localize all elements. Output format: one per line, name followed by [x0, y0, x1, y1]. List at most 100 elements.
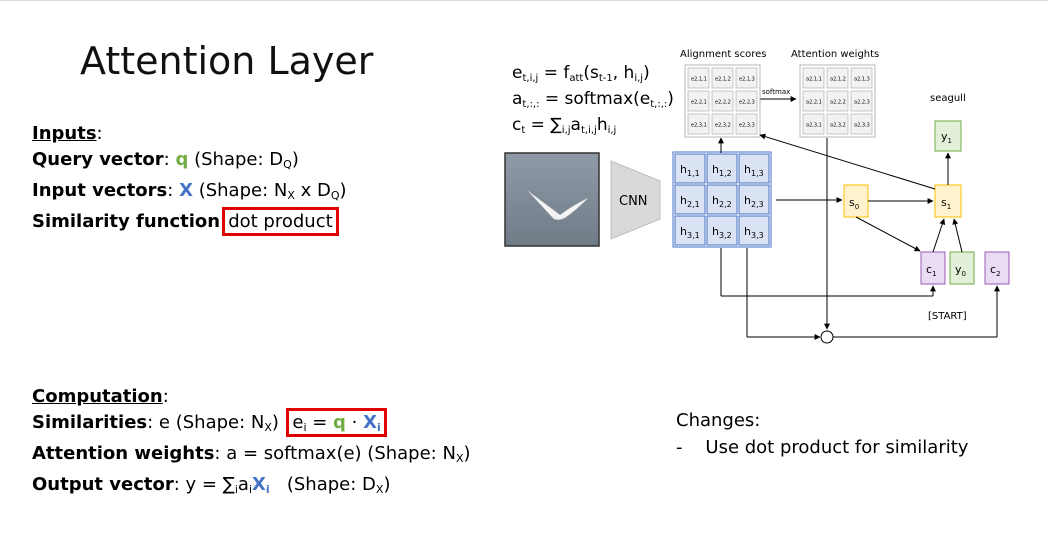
alignment-cell-label-1-1: e2,1,1	[691, 77, 707, 83]
attention-weights-text: : a = softmax(e) (Shape: N	[214, 443, 456, 464]
similarities-sub: X	[264, 421, 272, 434]
query-label: Query vector	[32, 149, 164, 170]
c1-label: c1	[926, 263, 937, 278]
attention-equations: et,i,j = fatt(st-1, hi,j) at,:,: = softm…	[512, 63, 674, 141]
alignment-cell-3-2	[711, 113, 734, 135]
attention-frame	[799, 64, 876, 138]
alignment-cell-label-3-1: e2,3,1	[691, 123, 707, 129]
c1-box	[920, 251, 946, 285]
computation-heading-line: Computation:	[32, 386, 169, 407]
start-token: [START]	[928, 311, 967, 322]
eq-dot: ·	[345, 412, 364, 433]
input-shape-b: x D	[294, 180, 331, 201]
attention-cell-3-1	[802, 113, 825, 135]
seagull-image	[504, 152, 600, 247]
changes-block: Changes: - Use dot product for similarit…	[676, 407, 968, 461]
alignment-cell-1-2	[711, 67, 734, 89]
attention-cell-3-2	[826, 113, 849, 135]
h-cell-label-3-2: h3,2	[712, 225, 732, 240]
s0-label: s0	[849, 196, 859, 211]
y1-box	[934, 120, 962, 152]
output-vector-X: X	[252, 474, 266, 495]
inputs-block: Inputs: Query vector: q (Shape: DQ) Inpu…	[32, 121, 347, 236]
alignment-cell-label-3-3: e2,3,3	[739, 123, 755, 129]
attention-cell-label-2-2: a2,2,2	[830, 100, 846, 106]
changes-item: - Use dot product for similarity	[676, 434, 968, 461]
similarity-function-value: dot product	[222, 207, 339, 236]
similarities-label: Similarities	[32, 412, 148, 433]
s1-to-alignment-arrow	[759, 133, 936, 190]
alignment-cell-label-1-2: e2,1,2	[715, 77, 731, 83]
query-shape-sub: Q	[283, 158, 292, 171]
input-vectors-line: Input vectors: X (Shape: NX x DQ)	[32, 180, 347, 202]
alignment-scores-label: Alignment scores	[680, 49, 767, 60]
similarity-equation: ei = q · Xi	[286, 408, 387, 437]
output-word: seagull	[930, 93, 966, 104]
attention-cell-2-1	[802, 90, 825, 112]
output-vector-shape: (Shape: D	[286, 474, 376, 495]
output-vector-a-sub: i	[248, 483, 252, 496]
eq-e: e	[292, 412, 304, 433]
similarities-text: : e (Shape: N	[147, 412, 265, 433]
input-vectors-symbol: X	[179, 180, 193, 201]
s1-label: s1	[941, 196, 951, 211]
attention-cell-label-1-1: a2,1,1	[806, 77, 822, 83]
h-cell-3-2	[706, 215, 738, 246]
h-cell-label-2-1: h2,1	[680, 194, 700, 209]
changes-bullet: -	[676, 437, 683, 458]
attention-cell-label-2-3: a2,2,3	[854, 100, 870, 106]
attention-cell-1-3	[850, 67, 873, 89]
input-shape-a: (Shape: N	[198, 180, 288, 201]
eq-q: q	[333, 412, 346, 433]
equation-e: et,i,j = fatt(st-1, hi,j)	[512, 63, 650, 84]
h-cell-2-3	[738, 184, 770, 215]
h-cell-label-3-3: h3,3	[744, 225, 764, 240]
attention-cell-label-3-3: a2,3,3	[854, 123, 870, 129]
similarity-function-line: Similarity function:dot product	[32, 207, 339, 236]
query-symbol: q	[175, 149, 189, 170]
changes-heading: Changes:	[676, 410, 761, 431]
output-vector-shape-sub: X	[375, 483, 384, 496]
attention-weights-sub: X	[455, 452, 464, 465]
h-cell-1-1	[674, 153, 706, 184]
query-shape: (Shape: D	[194, 149, 284, 170]
h-cell-label-3-1: h3,1	[680, 225, 700, 240]
output-vector-line: Output vector: y = ∑iaiXi (Shape: DX)	[32, 474, 391, 496]
h-cell-2-2	[706, 184, 738, 215]
alignment-cell-label-2-2: e2,2,2	[715, 100, 731, 106]
h-cell-label-1-1: h1,1	[680, 163, 700, 178]
alignment-cell-label-2-3: e2,2,3	[739, 100, 755, 106]
attention-cell-1-2	[826, 67, 849, 89]
output-vector-sum-sub: i	[234, 483, 238, 496]
alignment-frame	[684, 64, 761, 138]
eq-e-sub: i	[303, 421, 307, 434]
alignment-cell-3-1	[687, 113, 710, 135]
eq-X: X	[363, 412, 377, 433]
attention-weights-diagram-label: Attention weights	[791, 49, 879, 60]
h-cell-3-1	[674, 215, 706, 246]
input-shape-sub1: X	[287, 189, 295, 202]
c1-to-s1-arrow	[932, 218, 946, 253]
slide-title: Attention Layer	[80, 39, 374, 83]
h-cell-label-1-2: h1,2	[712, 163, 732, 178]
s0-box	[843, 184, 869, 218]
alignment-cell-label-2-1: e2,2,1	[691, 100, 707, 106]
y0-box	[949, 251, 975, 285]
alignment-cell-2-3	[735, 90, 758, 112]
softmax-label: softmax	[762, 88, 790, 96]
h-cell-label-2-3: h2,3	[744, 194, 764, 209]
inputs-heading: Inputs	[32, 123, 97, 144]
h-cell-label-1-3: h1,3	[744, 163, 764, 178]
y1-label: y1	[941, 130, 952, 145]
eq-equals: =	[306, 412, 334, 433]
attention-cell-3-3	[850, 113, 873, 135]
changes-item-text: Use dot product for similarity	[705, 437, 969, 458]
similarity-function-label: Similarity function	[32, 211, 221, 232]
attention-cell-label-2-1: a2,2,1	[806, 100, 822, 106]
input-vectors-label: Input vectors	[32, 180, 168, 201]
